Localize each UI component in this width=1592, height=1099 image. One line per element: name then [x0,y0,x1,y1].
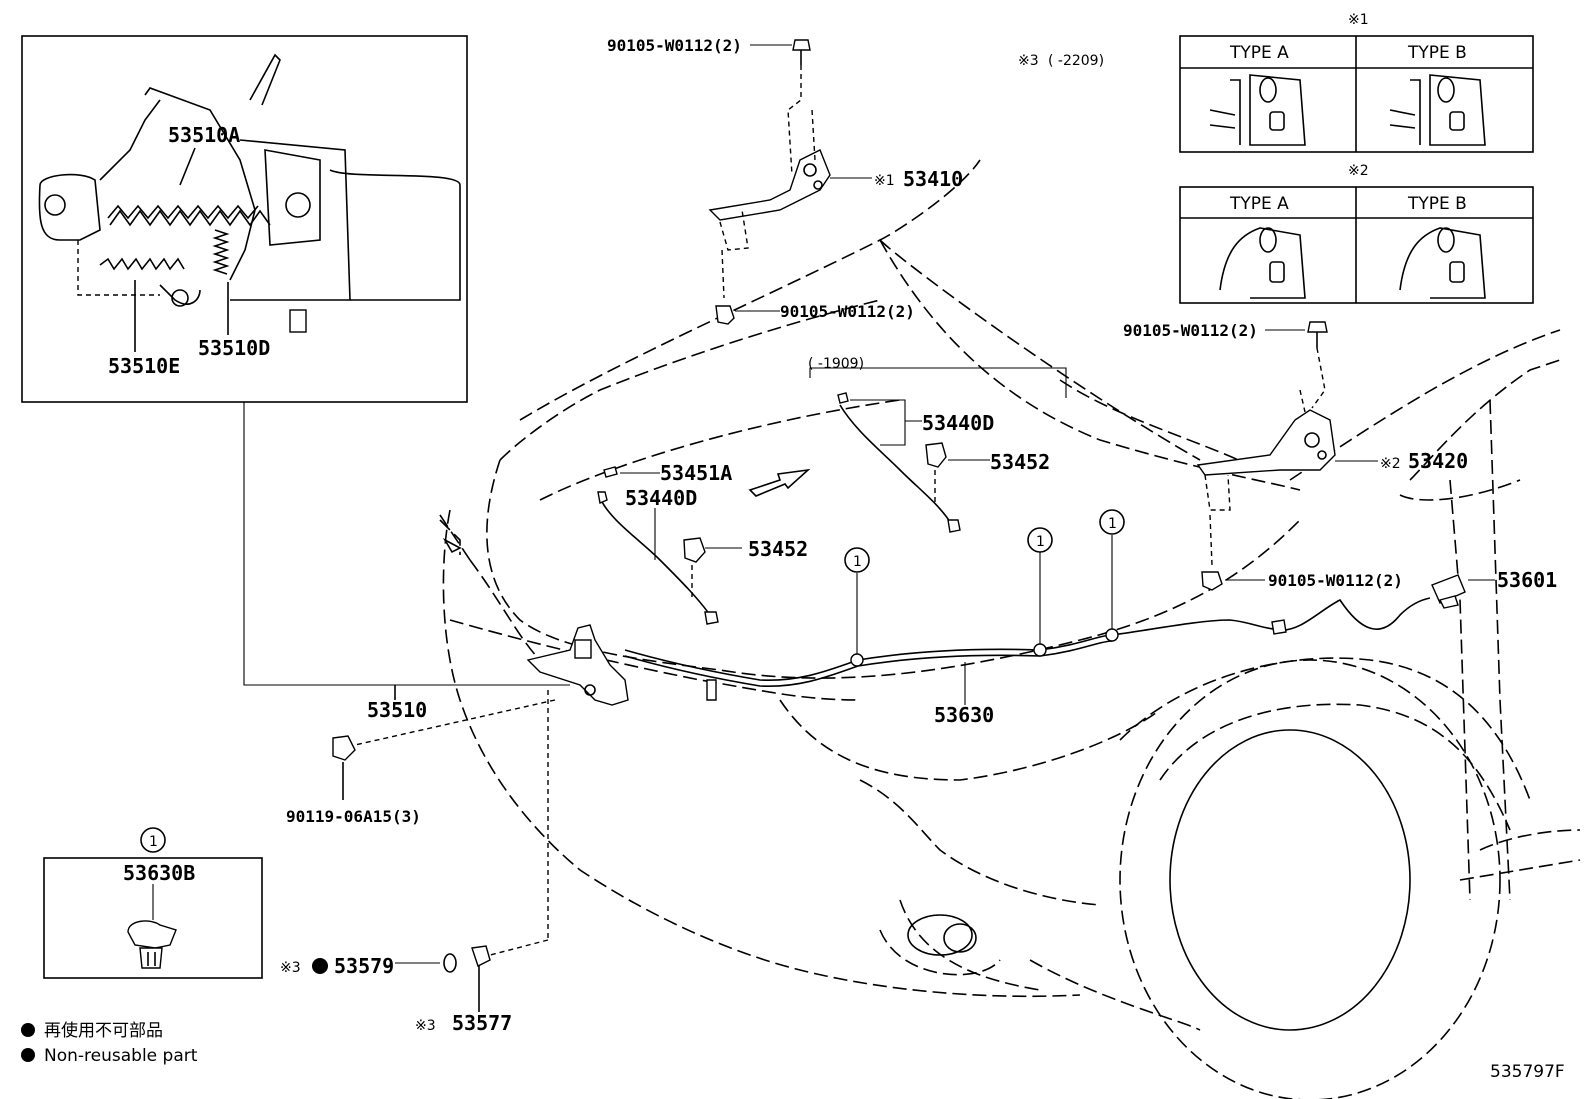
label-53510D: 53510D [198,336,270,360]
type-table-1: ※1 TYPE A TYPE B [1179,12,1534,153]
label-bolt-top: 90105-W0112(2) [607,36,742,55]
release-cable: 1 1 1 [624,509,1495,705]
label-bolt-right-bottom: 90105-W0112(2) [1268,571,1403,590]
drawing-number: 535797F [1490,1062,1565,1082]
label-53440D-right: 53440D [922,411,994,435]
detail-leader-line [243,402,570,686]
legend: 再使用不可部品 Non-reusable part [21,1020,198,1066]
label-53440D-left: 53440D [625,486,697,510]
mark-53579: ※3 [280,960,301,976]
type-table-2: ※2 TYPE A TYPE B [1179,163,1534,304]
note-mark-3-range: ( -2209) [1048,53,1104,69]
latch-detail-box: 53510A 53510D 53510E [21,35,468,403]
label-53630: 53630 [934,703,994,727]
label-53510: 53510 [367,698,427,722]
hinge-left [708,39,872,325]
mark-53577: ※3 [415,1018,436,1034]
label-53420: 53420 [1408,449,1468,473]
type-table-1-col-b: TYPE B [1407,43,1467,63]
type-table-1-mark: ※1 [1348,12,1369,28]
legend-en: Non-reusable part [44,1046,198,1066]
mark-hinge-left: ※1 [874,173,895,189]
label-53452-right: 53452 [990,450,1050,474]
label-bolt-mid-left: 90105-W0112(2) [780,302,915,321]
label-53601: 53601 [1497,568,1557,592]
date-range-1909: ( -1909) [808,356,864,372]
type-table-2-mark: ※2 [1348,163,1369,179]
label-bolt-bottom: 90119-06A15(3) [286,807,421,826]
hinge-right [1196,321,1378,591]
label-53579: 53579 [334,954,394,978]
note-mark-3: ※3 [1018,53,1039,69]
circle-ref-1c: 1 [1108,516,1117,532]
vehicle-body-outline [439,159,1581,1099]
label-53577: 53577 [452,1011,512,1035]
bolt-bottom [332,735,356,800]
latch-small-parts: ※3 ※3 [280,945,491,1034]
legend-jp: 再使用不可部品 [44,1020,163,1041]
label-53510E: 53510E [108,354,180,378]
label-53410: 53410 [903,167,963,191]
type-table-1-col-a: TYPE A [1229,43,1289,63]
label-53452-left: 53452 [748,537,808,561]
clamp-detail-box: 1 [43,827,263,979]
label-53510A: 53510A [168,123,240,147]
clamp-circle-ref: 1 [149,834,158,850]
label-bolt-right-top: 90105-W0112(2) [1123,321,1258,340]
circle-ref-1a: 1 [853,554,862,570]
mark-hinge-right: ※2 [1380,456,1401,472]
label-53630B: 53630B [123,861,195,885]
hood-latch [354,624,717,956]
cushion-group-left [597,466,811,625]
circle-ref-1b: 1 [1036,534,1045,550]
label-53451A: 53451A [660,461,732,485]
type-table-2-col-a: TYPE A [1229,194,1289,214]
type-table-2-col-b: TYPE B [1407,194,1467,214]
cushion-group-right: ( -1909) [808,356,1067,533]
